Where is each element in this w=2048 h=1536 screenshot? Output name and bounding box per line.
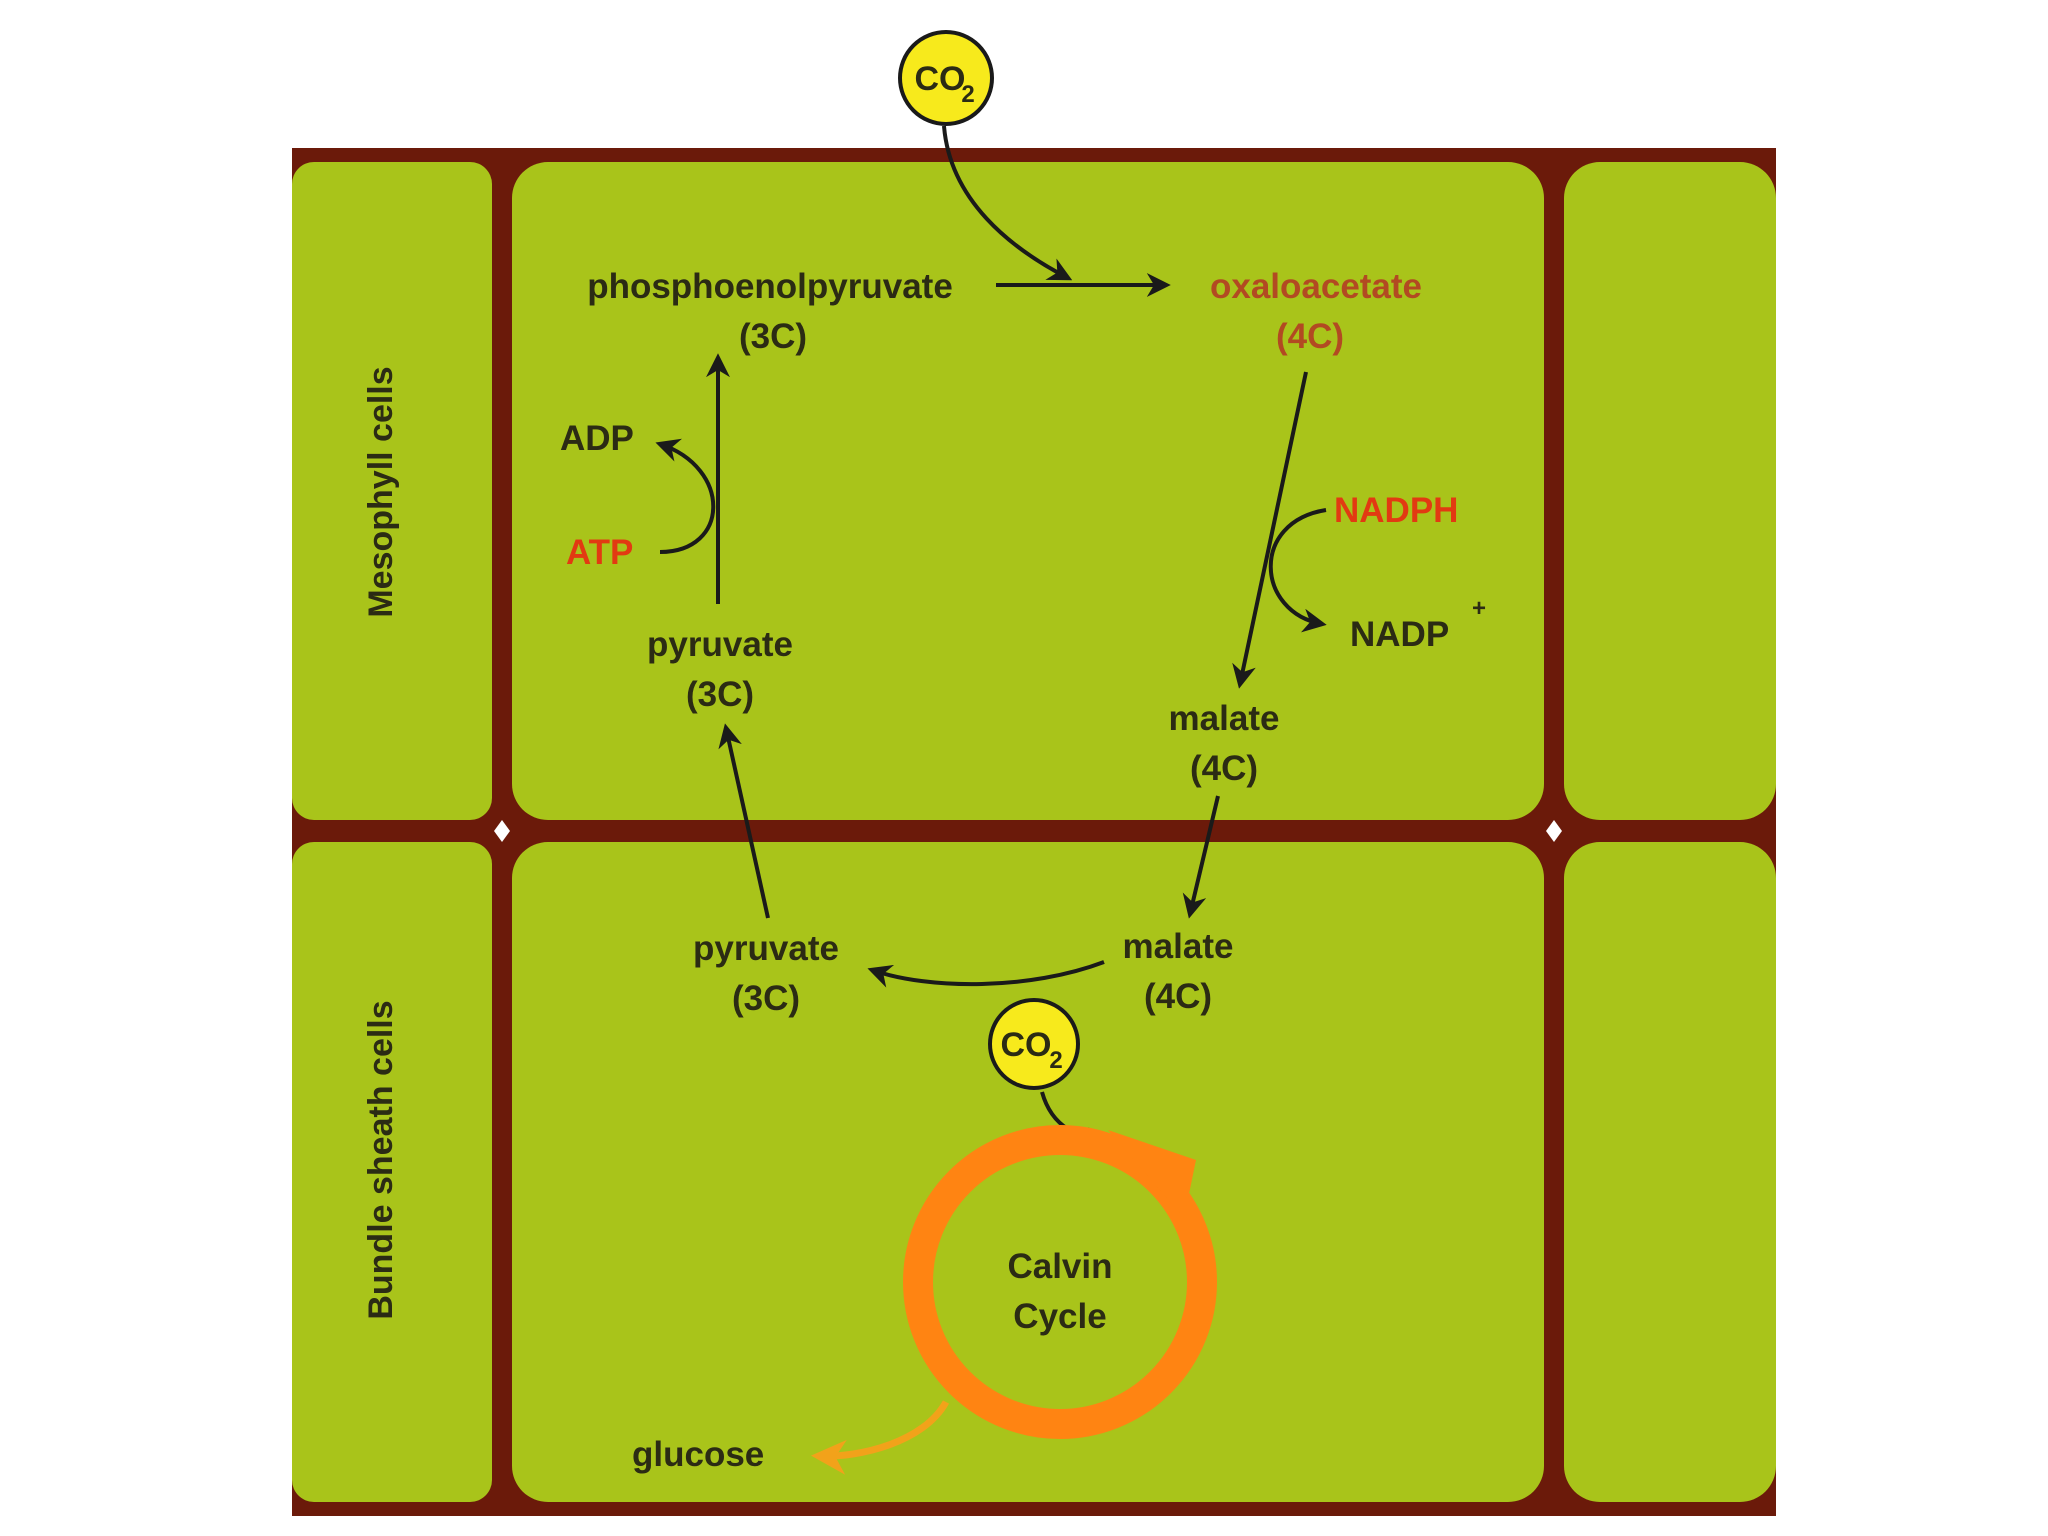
- bundle-sheath-cell-center: [512, 842, 1544, 1502]
- arrow-malate-to-bundle-sheath: [1182, 795, 1220, 919]
- malate-bundle-name: malate: [1123, 927, 1234, 966]
- pep-name: phosphoenolpyruvate: [587, 267, 953, 306]
- pyruvate-bundle-carbons: (3C): [732, 979, 800, 1018]
- co2-bundle-subscript: 2: [1049, 1047, 1062, 1074]
- mesophyll-cell-left: [292, 162, 492, 820]
- glucose-label: glucose: [632, 1435, 764, 1474]
- nadp-superscript: +: [1472, 595, 1486, 622]
- arrow-nadph-to-nadp: [1268, 508, 1327, 633]
- arrow-calvin-to-glucose: [811, 1400, 950, 1475]
- adp-label: ADP: [560, 419, 634, 458]
- calvin-cycle-ring: [903, 1125, 1217, 1439]
- wall-junction-right: [1546, 820, 1562, 842]
- oxaloacetate-name: oxaloacetate: [1210, 267, 1422, 306]
- arrow-oxaloacetate-to-malate: [1232, 371, 1308, 689]
- oxaloacetate-carbons: (4C): [1276, 317, 1344, 356]
- pyruvate-mesophyll-carbons: (3C): [686, 675, 754, 714]
- bundle-sheath-cell-right: [1564, 842, 1776, 1502]
- mesophyll-cells-label: Mesophyll cells: [362, 366, 400, 617]
- arrow-pyruvate-to-mesophyll: [718, 723, 770, 919]
- calvin-label-line1: Calvin: [1007, 1247, 1112, 1286]
- mesophyll-cell-right: [1564, 162, 1776, 820]
- arrow-co2-in: [942, 125, 1073, 281]
- calvin-label-line2: Cycle: [1013, 1297, 1106, 1336]
- pyruvate-mesophyll-name: pyruvate: [647, 625, 793, 664]
- malate-mesophyll-carbons: (4C): [1190, 749, 1258, 788]
- malate-bundle-carbons: (4C): [1144, 977, 1212, 1016]
- co2-atmospheric: CO 2: [898, 30, 994, 126]
- pep-carbons: (3C): [739, 317, 807, 356]
- nadph-label: NADPH: [1334, 491, 1458, 530]
- arrow-atp-to-adp: [655, 438, 716, 554]
- co2-released: CO 2: [988, 998, 1080, 1090]
- atp-label: ATP: [566, 533, 633, 572]
- malate-mesophyll-name: malate: [1169, 699, 1280, 738]
- co2-bundle-label: CO: [1001, 1026, 1052, 1064]
- bundle-sheath-cell-left: [292, 842, 492, 1502]
- nadp-label: NADP: [1350, 615, 1449, 654]
- arrow-malate-to-pyruvate: [867, 960, 1105, 988]
- mesophyll-cell-center: [512, 162, 1544, 820]
- pyruvate-bundle-name: pyruvate: [693, 929, 839, 968]
- bundle-sheath-cells-label: Bundle sheath cells: [362, 1000, 400, 1319]
- co2-top-label: CO: [915, 60, 966, 98]
- co2-top-subscript: 2: [961, 81, 974, 108]
- wall-junction-left: [494, 820, 510, 842]
- calvin-cycle-arrowhead: [1108, 1130, 1196, 1218]
